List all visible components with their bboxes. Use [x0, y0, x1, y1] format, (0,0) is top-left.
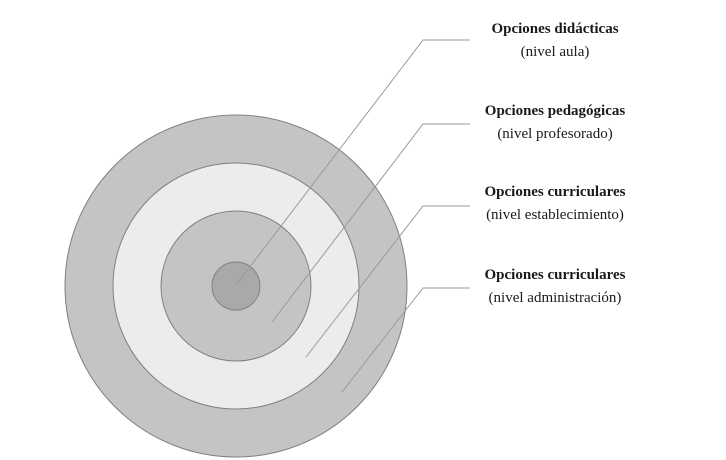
leader-line-establecimiento [305, 205, 470, 358]
ring-aula-core [211, 261, 261, 311]
label-aula: Opciones didácticas (nivel aula) [440, 18, 670, 64]
label-profesorado: Opciones pedagógicas (nivel profesorado) [440, 100, 670, 146]
label-profesorado-subtitle: (nivel profesorado) [497, 126, 613, 142]
leader-line-profesorado [271, 123, 470, 323]
label-administracion: Opciones curriculares (nivel administrac… [440, 264, 670, 310]
label-aula-title: Opciones didácticas [491, 21, 619, 37]
label-establecimiento: Opciones curriculares (nivel establecimi… [440, 181, 670, 227]
label-profesorado-title: Opciones pedagógicas [484, 103, 626, 119]
leader-line-aula [235, 39, 470, 286]
leader-line-administracion [341, 287, 470, 393]
label-administracion-subtitle: (nivel administración) [488, 290, 622, 306]
label-administracion-title: Opciones curriculares [484, 267, 626, 283]
label-establecimiento-title: Opciones curriculares [484, 184, 626, 200]
label-aula-subtitle: (nivel aula) [520, 44, 590, 60]
label-establecimiento-subtitle: (nivel establecimiento) [486, 207, 624, 223]
